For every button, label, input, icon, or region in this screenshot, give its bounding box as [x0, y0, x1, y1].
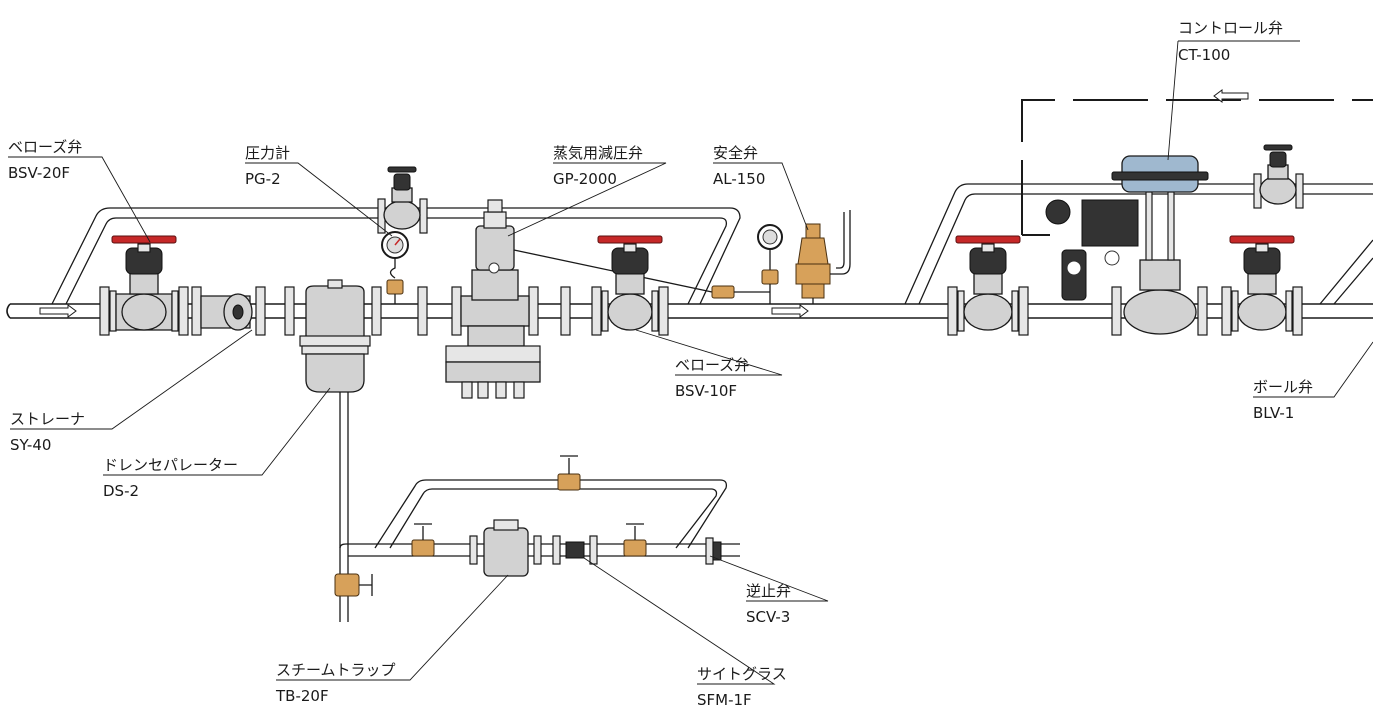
label-sy-40: ストレーナ SY-40	[10, 410, 85, 454]
svg-text:BSV-10F: BSV-10F	[675, 382, 737, 400]
flow-arrow-icon	[771, 304, 809, 318]
svg-text:GP-2000: GP-2000	[553, 170, 617, 188]
svg-text:SFM-1F: SFM-1F	[697, 691, 752, 709]
bellows-valve-right-inlet	[947, 235, 1029, 336]
control-signal-line	[1021, 99, 1373, 236]
svg-text:SCV-3: SCV-3	[746, 608, 790, 626]
steam-trap-tb-20f	[469, 519, 542, 577]
sight-glass-sfm-1f	[552, 535, 598, 565]
svg-text:ドレンセパレーター: ドレンセパレーター	[103, 456, 238, 474]
svg-text:逆止弁: 逆止弁	[746, 582, 791, 600]
svg-text:ベローズ弁: ベローズ弁	[8, 138, 82, 156]
drain-line	[339, 388, 740, 622]
pressure-gauge-pg-2	[381, 231, 409, 304]
control-valve-ct-100	[1045, 155, 1209, 336]
svg-text:BSV-20F: BSV-20F	[8, 164, 70, 182]
bypass-line-right	[904, 183, 1373, 305]
strainer-sy-40	[191, 286, 266, 336]
svg-text:DS-2: DS-2	[103, 482, 139, 500]
gate-valve-right	[623, 523, 647, 557]
svg-text:サイトグラス: サイトグラス	[697, 665, 787, 683]
bypass-globe-valve	[377, 166, 428, 234]
svg-text:CT-100: CT-100	[1178, 46, 1230, 64]
svg-text:ストレーナ: ストレーナ	[10, 410, 85, 428]
label-ct-100: コントロール弁 CT-100	[1178, 19, 1283, 64]
safety-valve-al-150	[795, 210, 851, 304]
svg-text:AL-150: AL-150	[713, 170, 765, 188]
svg-text:コントロール弁: コントロール弁	[1178, 19, 1283, 37]
label-tb-20f: スチームトラップ TB-20F	[275, 661, 396, 705]
label-bsv-20f: ベローズ弁 BSV-20F	[8, 138, 82, 182]
svg-text:ベローズ弁: ベローズ弁	[675, 356, 749, 374]
label-ds-2: ドレンセパレーター DS-2	[103, 456, 238, 500]
svg-text:ボール弁: ボール弁	[1253, 378, 1313, 396]
drain-separator-ds-2	[284, 279, 382, 393]
label-sfm-1f: サイトグラス SFM-1F	[697, 665, 787, 709]
label-pg-2: 圧力計 PG-2	[245, 144, 290, 188]
svg-text:圧力計: 圧力計	[245, 144, 290, 162]
bypass-valve-lower	[557, 455, 581, 491]
label-al-150: 安全弁 AL-150	[713, 144, 765, 188]
drain-valve-vertical	[334, 573, 373, 597]
bellows-valve-right-outlet	[1221, 235, 1303, 336]
gauge-assembly	[711, 224, 783, 304]
gate-valve-left	[411, 523, 435, 557]
check-valve-scv-3	[705, 537, 722, 565]
label-blv-1: ボール弁 BLV-1	[1253, 378, 1313, 422]
label-scv-3: 逆止弁 SCV-3	[746, 582, 791, 626]
bellows-valve-bsv-20f	[99, 235, 189, 336]
svg-text:スチームトラップ: スチームトラップ	[276, 661, 396, 679]
bellows-valve-bsv-10f	[591, 235, 669, 336]
svg-text:TB-20F: TB-20F	[275, 687, 329, 705]
leader-lines	[8, 40, 1373, 685]
svg-text:BLV-1: BLV-1	[1253, 404, 1294, 422]
pressure-reducing-valve-gp-2000	[417, 199, 713, 399]
bypass-globe-valve-right	[1253, 144, 1304, 209]
svg-text:PG-2: PG-2	[245, 170, 281, 188]
label-gp-2000: 蒸気用減圧弁 GP-2000	[553, 144, 643, 188]
svg-text:SY-40: SY-40	[10, 436, 51, 454]
svg-text:安全弁: 安全弁	[713, 144, 758, 162]
flow-arrow-icon	[39, 304, 77, 318]
svg-text:蒸気用減圧弁: 蒸気用減圧弁	[553, 144, 643, 162]
label-bsv-10f: ベローズ弁 BSV-10F	[675, 356, 749, 400]
flow-arrow-icon	[1213, 89, 1249, 103]
